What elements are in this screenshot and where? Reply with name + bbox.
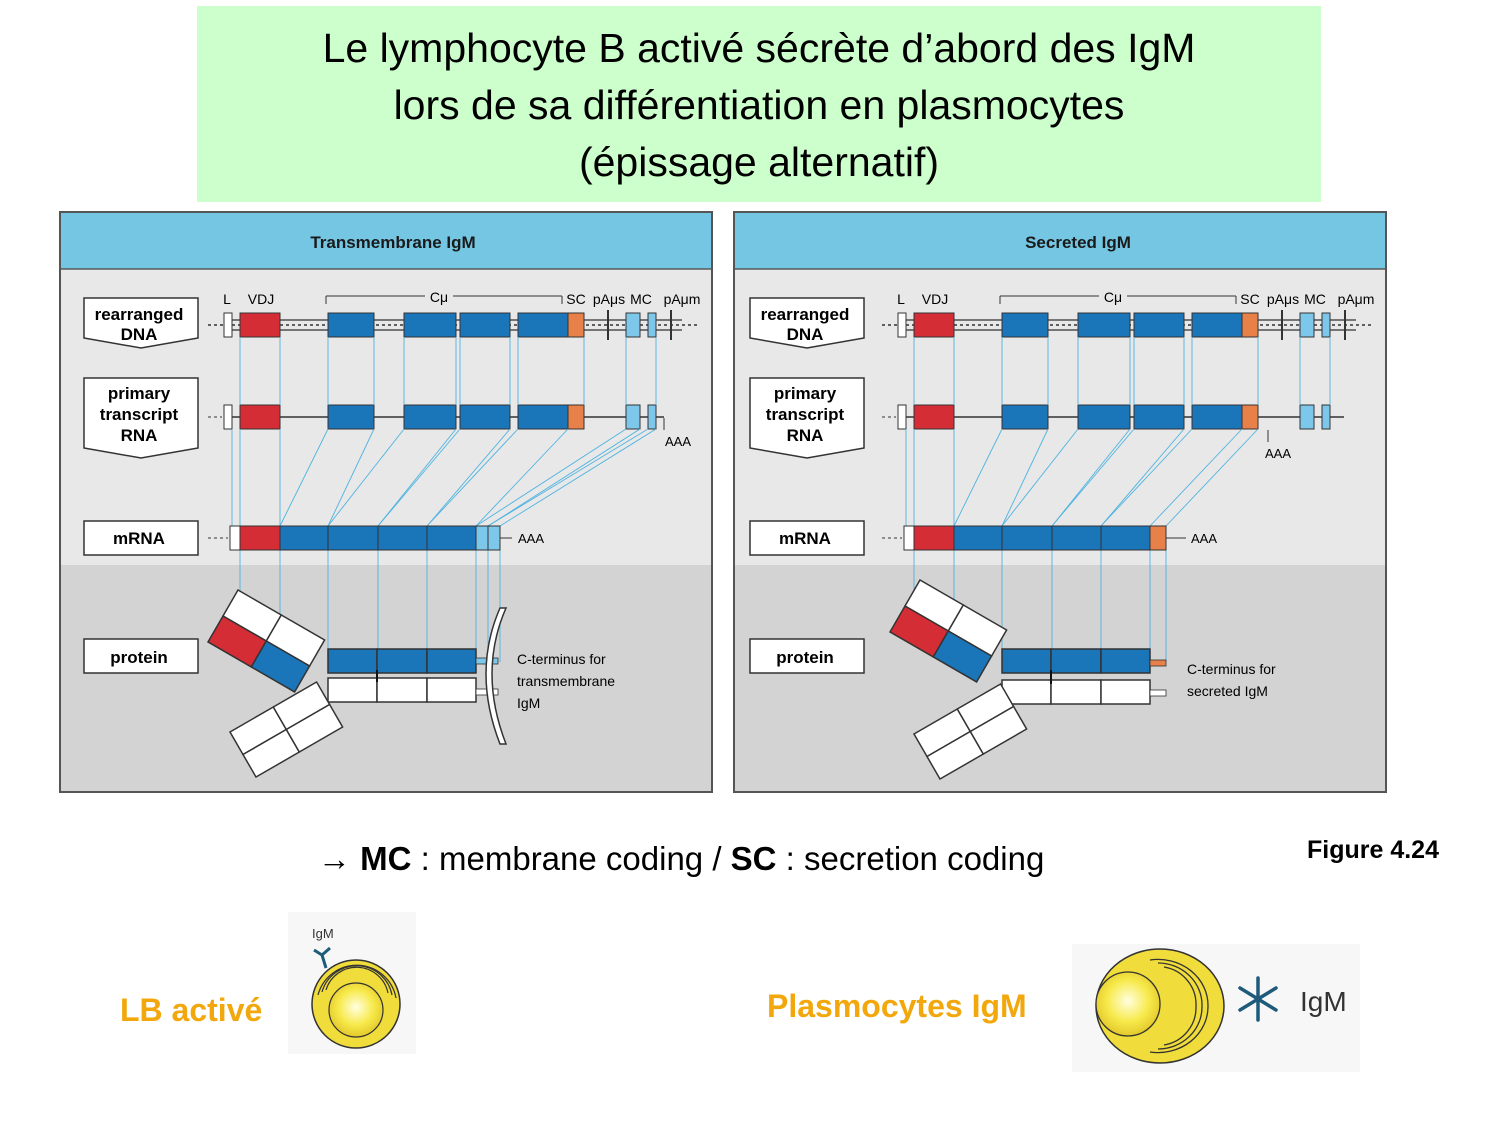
primary-row-right: AAA [882, 404, 1344, 461]
plasmocytes-label: Plasmocytes IgM [767, 988, 1027, 1024]
protein-right [888, 578, 1167, 781]
caption-sc: SC [730, 840, 777, 877]
row-label-dna-2: DNA [121, 325, 158, 344]
gene-label-VDJ: VDJ [248, 291, 274, 307]
row-label-dna-1: rearranged [95, 305, 184, 324]
mrna-row-right: AAA [882, 525, 1217, 551]
panel-title-left: Transmembrane IgM [310, 233, 475, 252]
panel-secreted: Secreted IgM rearranged DNA primary tran… [733, 211, 1387, 793]
aaa-label-right-primary: AAA [1265, 446, 1291, 461]
gene-label-pAum: pAμm [1338, 291, 1375, 307]
row-label-primary-3: RNA [787, 426, 824, 445]
panel-transmembrane: Transmembrane IgM rearranged DNA primary… [59, 211, 713, 793]
row-label-primary-2: transcript [766, 405, 845, 424]
caption-mc-text: : membrane coding / [411, 840, 731, 877]
gene-label-MC: MC [1304, 291, 1326, 307]
igm-large-label: IgM [1300, 986, 1347, 1017]
mrna-row-left: AAA [208, 525, 544, 551]
title-line-1: Le lymphocyte B activé sécrète d’abord d… [322, 25, 1196, 71]
aaa-label-right-mrna: AAA [1191, 531, 1217, 546]
splice-lines-right [905, 337, 1331, 662]
title-line-3: (épissage alternatif) [578, 139, 940, 185]
igm-small-label: IgM [312, 926, 334, 941]
row-label-mrna: mRNA [113, 529, 165, 548]
panel-header [735, 213, 1385, 269]
gene-label-SC: SC [566, 291, 585, 307]
splicing-figure: Transmembrane IgM rearranged DNA primary… [59, 211, 1387, 793]
cterm-right-2: secreted IgM [1187, 683, 1268, 699]
figure-reference: Figure 4.24 [1307, 836, 1439, 864]
gene-label-MC: MC [630, 291, 652, 307]
gene-label-Cmu: Cμ [1104, 289, 1122, 305]
lb-cell-icon [288, 912, 416, 1054]
splice-lines-left [231, 337, 657, 662]
row-label-primary-2: transcript [100, 405, 179, 424]
primary-row-left: AAA [208, 404, 691, 449]
gene-label-pAus: pAμs [1267, 291, 1299, 307]
dna-row-left [208, 310, 700, 340]
caption-mc: MC [360, 840, 412, 877]
caption-sc-text: : secretion coding [776, 840, 1045, 877]
row-label-protein: protein [110, 648, 168, 667]
row-label-dna-1: rearranged [761, 305, 850, 324]
caption-arrow: → [318, 840, 351, 877]
row-label-primary-1: primary [774, 384, 837, 403]
lb-active-label: LB activé [120, 992, 263, 1028]
panel-header [61, 213, 711, 269]
row-label-primary-3: RNA [121, 426, 158, 445]
gene-label-SC: SC [1240, 291, 1259, 307]
gene-label-VDJ: VDJ [922, 291, 948, 307]
gene-label-Cmu: Cμ [430, 289, 448, 305]
gene-label-L: L [223, 291, 231, 307]
aaa-label-left-mrna: AAA [518, 531, 544, 546]
row-label-primary-1: primary [108, 384, 171, 403]
protein-left [206, 588, 508, 779]
gene-label-pAus: pAμs [593, 291, 625, 307]
title-line-2: lors de sa différentiation en plasmocyte… [393, 82, 1125, 128]
gene-label-L: L [897, 291, 905, 307]
cterm-left-1: C-terminus for [517, 651, 606, 667]
cterm-left-3: IgM [517, 695, 540, 711]
cterm-right-1: C-terminus for [1187, 661, 1276, 677]
caption: → MC : membrane coding / SC : secretion … [318, 840, 1044, 878]
row-label-mrna: mRNA [779, 529, 831, 548]
title-box: Le lymphocyte B activé sécrète d’abord d… [197, 6, 1321, 202]
row-label-dna-2: DNA [787, 325, 824, 344]
row-label-protein: protein [776, 648, 834, 667]
cterm-left-2: transmembrane [517, 673, 615, 689]
aaa-label-left-primary: AAA [665, 434, 691, 449]
gene-label-pAum: pAμm [664, 291, 701, 307]
panel-title-right: Secreted IgM [1025, 233, 1131, 252]
dna-row-right [882, 310, 1374, 340]
plasmocyte-cell-icon [1072, 944, 1360, 1072]
